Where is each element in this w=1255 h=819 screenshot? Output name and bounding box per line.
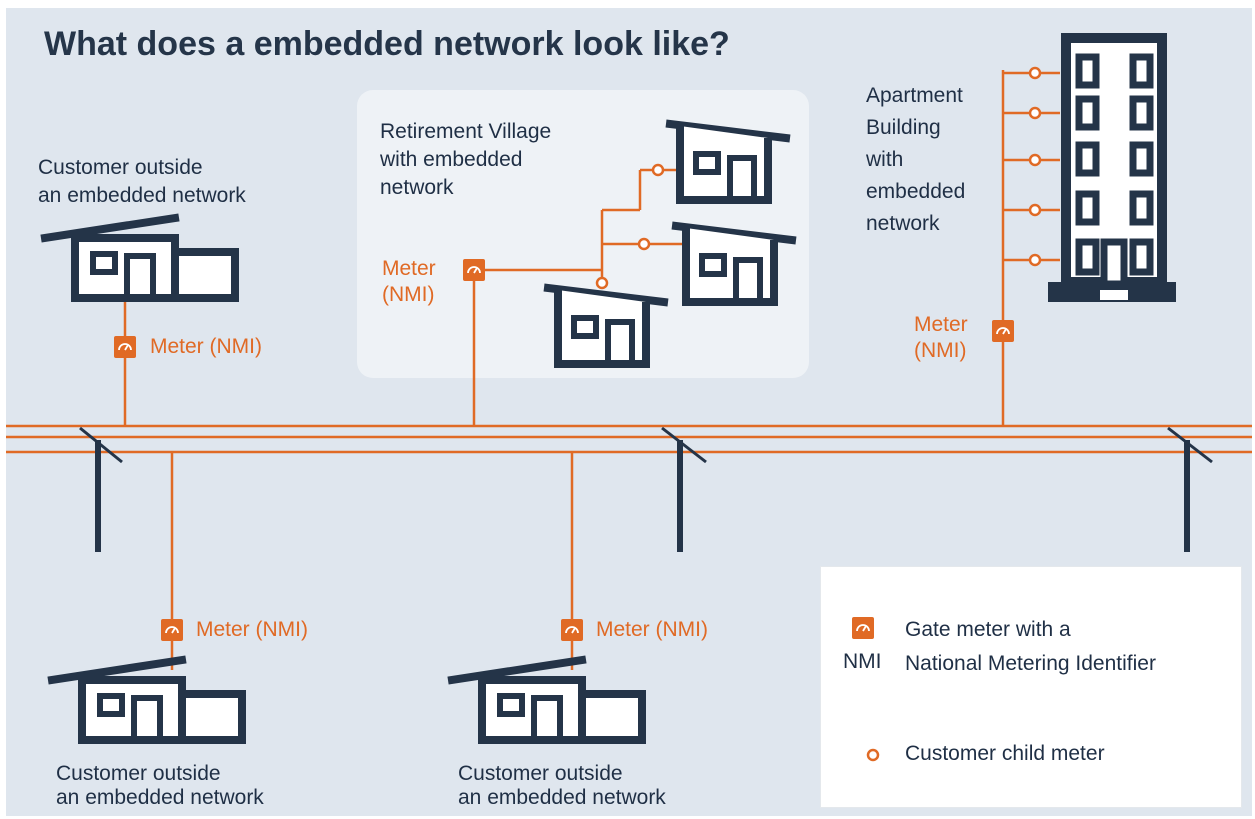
meter-label-bottom-left: Meter (NMI) xyxy=(196,618,308,641)
legend-nmi-abbr: NMI xyxy=(843,650,882,673)
meter-gauge-icon xyxy=(160,618,184,642)
house-icon xyxy=(45,218,235,298)
house-icon xyxy=(548,288,664,364)
apartment-building-label: Apartment Building with embedded network xyxy=(866,84,966,235)
meter-gauge-icon xyxy=(852,617,874,639)
meter-gauge-icon xyxy=(991,319,1015,343)
meter-label-top-left: Meter (NMI) xyxy=(150,335,262,358)
child-meter-icon xyxy=(866,748,880,762)
meter-gauge-icon xyxy=(113,335,137,359)
meter-label-bottom-mid: Meter (NMI) xyxy=(596,618,708,641)
customer-label-top-left: Customer outside an embedded network xyxy=(38,156,246,207)
power-pole-icon xyxy=(79,426,1213,552)
retirement-village-label: Retirement Village with embedded network xyxy=(380,120,552,199)
page-title: What does a embedded network look like? xyxy=(44,25,730,63)
legend-child-meter-text: Customer child meter xyxy=(905,742,1105,765)
meter-label-apartment: Meter (NMI) xyxy=(914,313,968,362)
house-icon xyxy=(670,124,786,200)
customer-label-bottom-left: Customer outside an embedded network xyxy=(56,762,264,809)
power-lines xyxy=(6,424,1252,454)
apartment-building-icon xyxy=(1048,33,1176,302)
legend-box: NMI Gate meter with a National Metering … xyxy=(820,566,1242,808)
house-icon xyxy=(676,226,792,302)
house-icon xyxy=(52,660,242,740)
meter-label-village: Meter (NMI) xyxy=(382,257,436,306)
customer-label-bottom-mid: Customer outside an embedded network xyxy=(458,762,666,809)
meter-gauge-icon xyxy=(560,618,584,642)
legend-gate-meter-text: Gate meter with a National Metering Iden… xyxy=(905,618,1156,675)
child-meter-icon xyxy=(595,66,1042,290)
meter-gauge-icon xyxy=(462,258,486,282)
house-icon xyxy=(452,660,642,740)
